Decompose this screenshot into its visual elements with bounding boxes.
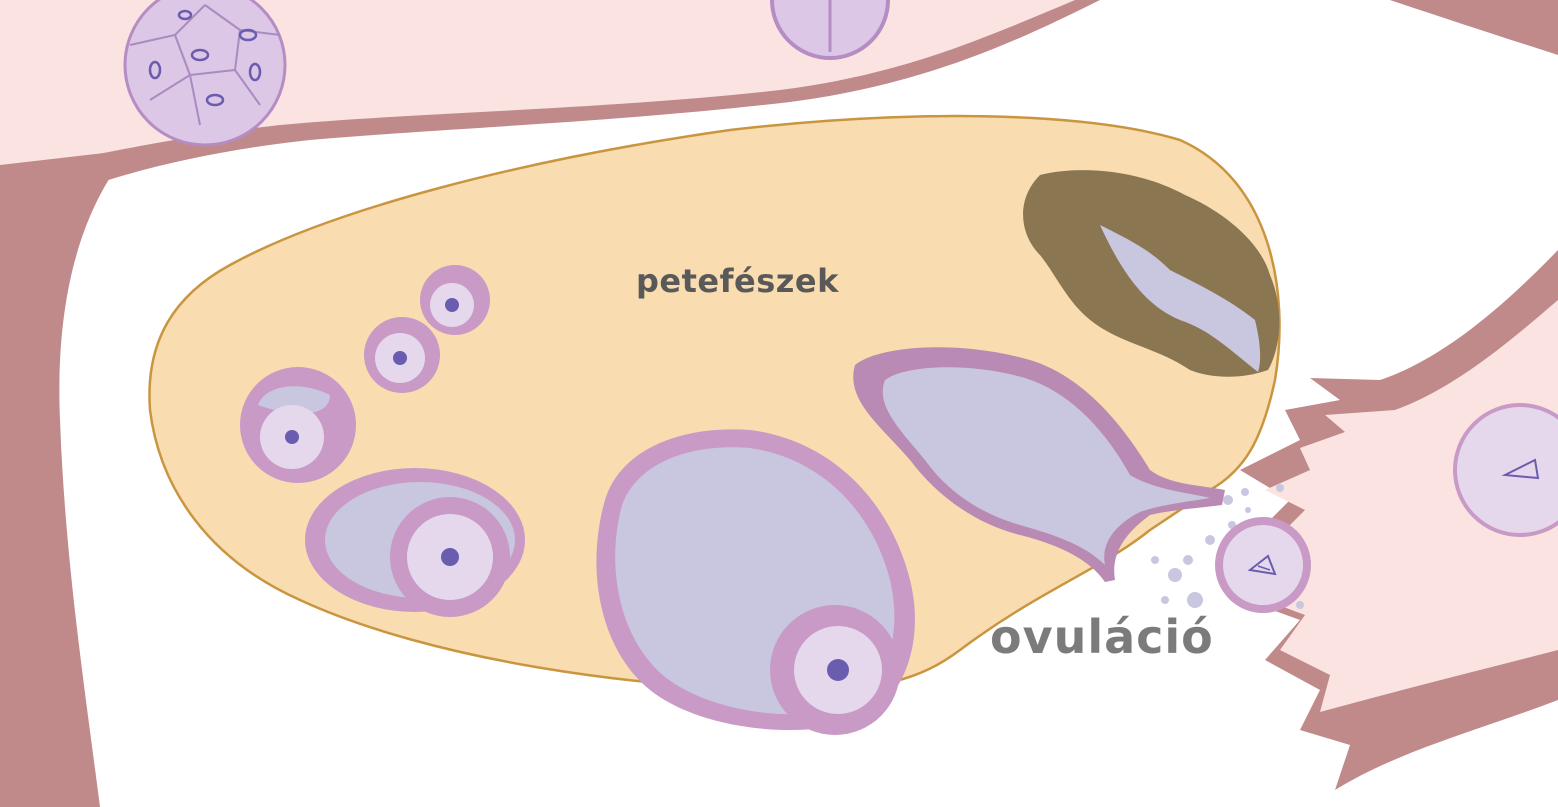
primordial-follicle-2 xyxy=(364,317,440,393)
uterine-wall-left xyxy=(0,150,130,807)
ovulation-label: ovuláció xyxy=(990,610,1214,664)
ovary-label: petefészek xyxy=(636,262,839,300)
fallopian-tube xyxy=(1240,250,1558,790)
cell-cluster xyxy=(125,0,285,145)
secondary-follicle xyxy=(240,367,356,483)
released-oocyte xyxy=(1215,517,1311,613)
primordial-follicle-1 xyxy=(420,265,490,335)
